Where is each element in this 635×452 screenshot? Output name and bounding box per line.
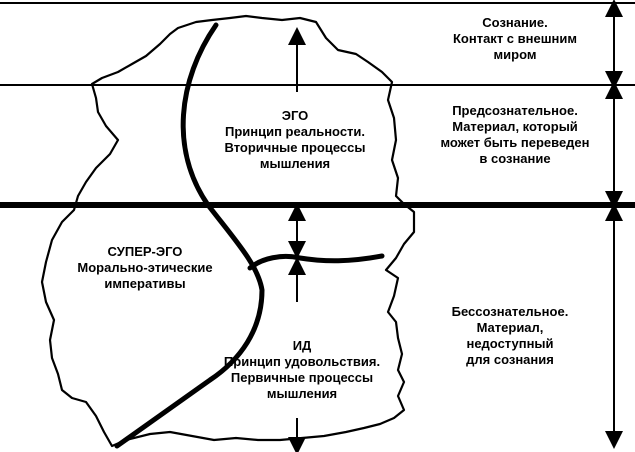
psyche-outline: [40, 14, 416, 448]
id-label: ИД Принцип удовольствия. Первичные проце…: [223, 338, 381, 401]
ego-label: ЭГО Принцип реальности. Вторичные процес…: [224, 108, 366, 171]
preconscious-label: Предсознательное. Материал, который може…: [440, 103, 590, 166]
ego-id-divider: [247, 253, 385, 271]
superego-divider: [114, 22, 265, 449]
unconscious-label: Бессознательное. Материал, недоступный д…: [451, 304, 569, 367]
superego-label: СУПЕР-ЭГО Морально-этические императивы: [77, 244, 213, 291]
conscious-label: Сознание. Контакт с внешним миром: [452, 15, 578, 62]
